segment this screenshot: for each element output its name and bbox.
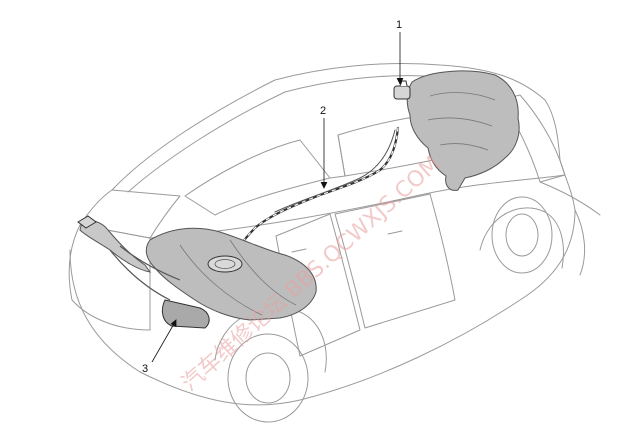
engine-detail: [427, 92, 496, 151]
tank-strap: [179, 239, 297, 316]
car-front-wheel-arch: [479, 207, 564, 269]
fuel-tank: [145, 227, 317, 321]
fuel-line-lower: [274, 129, 396, 213]
car-body-side: [69, 159, 576, 406]
car-roof-inner: [127, 75, 426, 193]
car-tailgate: [68, 224, 151, 331]
car-side-window-rear: [184, 139, 331, 216]
regulator-body: [393, 85, 411, 100]
car-front-wheel-hub: [505, 213, 539, 257]
car-front-wheel: [491, 196, 553, 274]
car-rear-wheel-hub: [245, 352, 291, 404]
fuel-line: [230, 126, 400, 257]
car-b-pillar: [329, 134, 346, 179]
leader-3-arrow: [170, 319, 177, 327]
fuel-pump-cap-inner: [214, 259, 236, 269]
car-front-bumper: [574, 209, 585, 276]
filler-neck: [79, 219, 152, 273]
fuel-pressure-regulator: [393, 80, 411, 100]
car-front-door: [334, 193, 456, 329]
filler-cap: [77, 215, 97, 229]
car-hood-line: [539, 181, 601, 216]
engine-block: [406, 70, 520, 191]
car-roof: [111, 63, 561, 191]
callout-leaders: [151, 32, 404, 363]
vapor-hose: [109, 245, 181, 301]
leader-2-arrow: [320, 181, 328, 189]
car-door-handle-front: [387, 230, 403, 235]
fuel-pump-cap: [207, 255, 243, 273]
car-door-handle-rear: [291, 248, 307, 253]
callout-1: 1: [396, 19, 402, 31]
canister: [161, 299, 210, 329]
fuel-line-outer: [230, 126, 400, 257]
engine-assembly: [406, 70, 520, 191]
leader-1-arrow: [396, 77, 404, 85]
leader-3: [151, 321, 176, 363]
fuel-line-dash: [231, 127, 399, 256]
fuel-tank-assembly: [77, 215, 317, 329]
car-rear-wheel: [227, 333, 309, 423]
regulator-fitting: [399, 80, 408, 87]
callout-2: 2: [320, 105, 326, 117]
callout-3: 3: [142, 363, 148, 375]
car-beltline: [149, 174, 566, 239]
